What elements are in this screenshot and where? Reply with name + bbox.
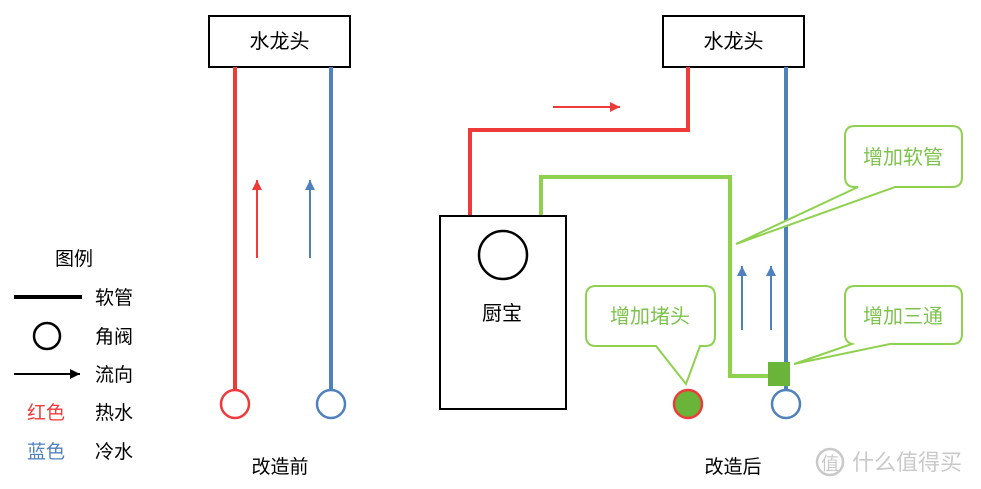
legend-flow-label: 流向 bbox=[95, 364, 133, 386]
svg-text:值: 值 bbox=[821, 454, 839, 475]
callout-hose-label: 增加软管 bbox=[863, 145, 943, 169]
legend-cold-label: 冷水 bbox=[95, 441, 133, 463]
watermark-logo-icon: 值 bbox=[815, 447, 845, 477]
faucet-label-before: 水龙头 bbox=[250, 29, 310, 53]
heater-valve bbox=[477, 229, 529, 281]
added-tee-stub bbox=[782, 362, 790, 386]
caption-after: 改造后 bbox=[704, 456, 761, 478]
callout-tee-label: 增加三通 bbox=[863, 304, 943, 328]
before-section: 水龙头 改造前 bbox=[208, 15, 351, 478]
hot-pipe-after bbox=[468, 67, 690, 216]
after-section: 水龙头 厨宝 改造后 增加软管 增加堵头 bbox=[439, 15, 963, 478]
legend-red-text: 红色 bbox=[27, 402, 65, 424]
cold-angle-valve-after bbox=[770, 388, 802, 420]
faucet-box-before bbox=[208, 15, 351, 68]
legend: 图例 软管 角阀 流向 红色 热水 蓝色 冷水 bbox=[14, 248, 133, 463]
legend-hose-label: 软管 bbox=[95, 287, 133, 309]
legend-valve-symbol bbox=[32, 321, 62, 351]
callout-tee: 增加三通 bbox=[793, 285, 963, 365]
legend-title: 图例 bbox=[55, 248, 93, 270]
faucet-box-after bbox=[662, 15, 805, 68]
hot-angle-valve-before bbox=[219, 388, 251, 420]
added-tee bbox=[768, 362, 784, 386]
caption-before: 改造前 bbox=[251, 456, 308, 478]
legend-valve-label: 角阀 bbox=[95, 326, 133, 348]
faucet-label-after: 水龙头 bbox=[704, 29, 764, 53]
watermark-text: 什么值得买 bbox=[852, 451, 962, 476]
legend-hot-label: 热水 bbox=[95, 402, 133, 424]
heater-label: 厨宝 bbox=[482, 301, 522, 325]
cold-angle-valve-before bbox=[315, 388, 347, 420]
callout-plug: 增加堵头 bbox=[585, 285, 716, 387]
callout-plug-label: 增加堵头 bbox=[610, 304, 690, 328]
legend-blue-text: 蓝色 bbox=[27, 441, 65, 463]
watermark: 值 什么值得买 bbox=[815, 447, 962, 477]
added-hose bbox=[539, 175, 770, 378]
plugged-angle-valve bbox=[672, 388, 704, 420]
callout-hose: 增加软管 bbox=[735, 125, 963, 245]
